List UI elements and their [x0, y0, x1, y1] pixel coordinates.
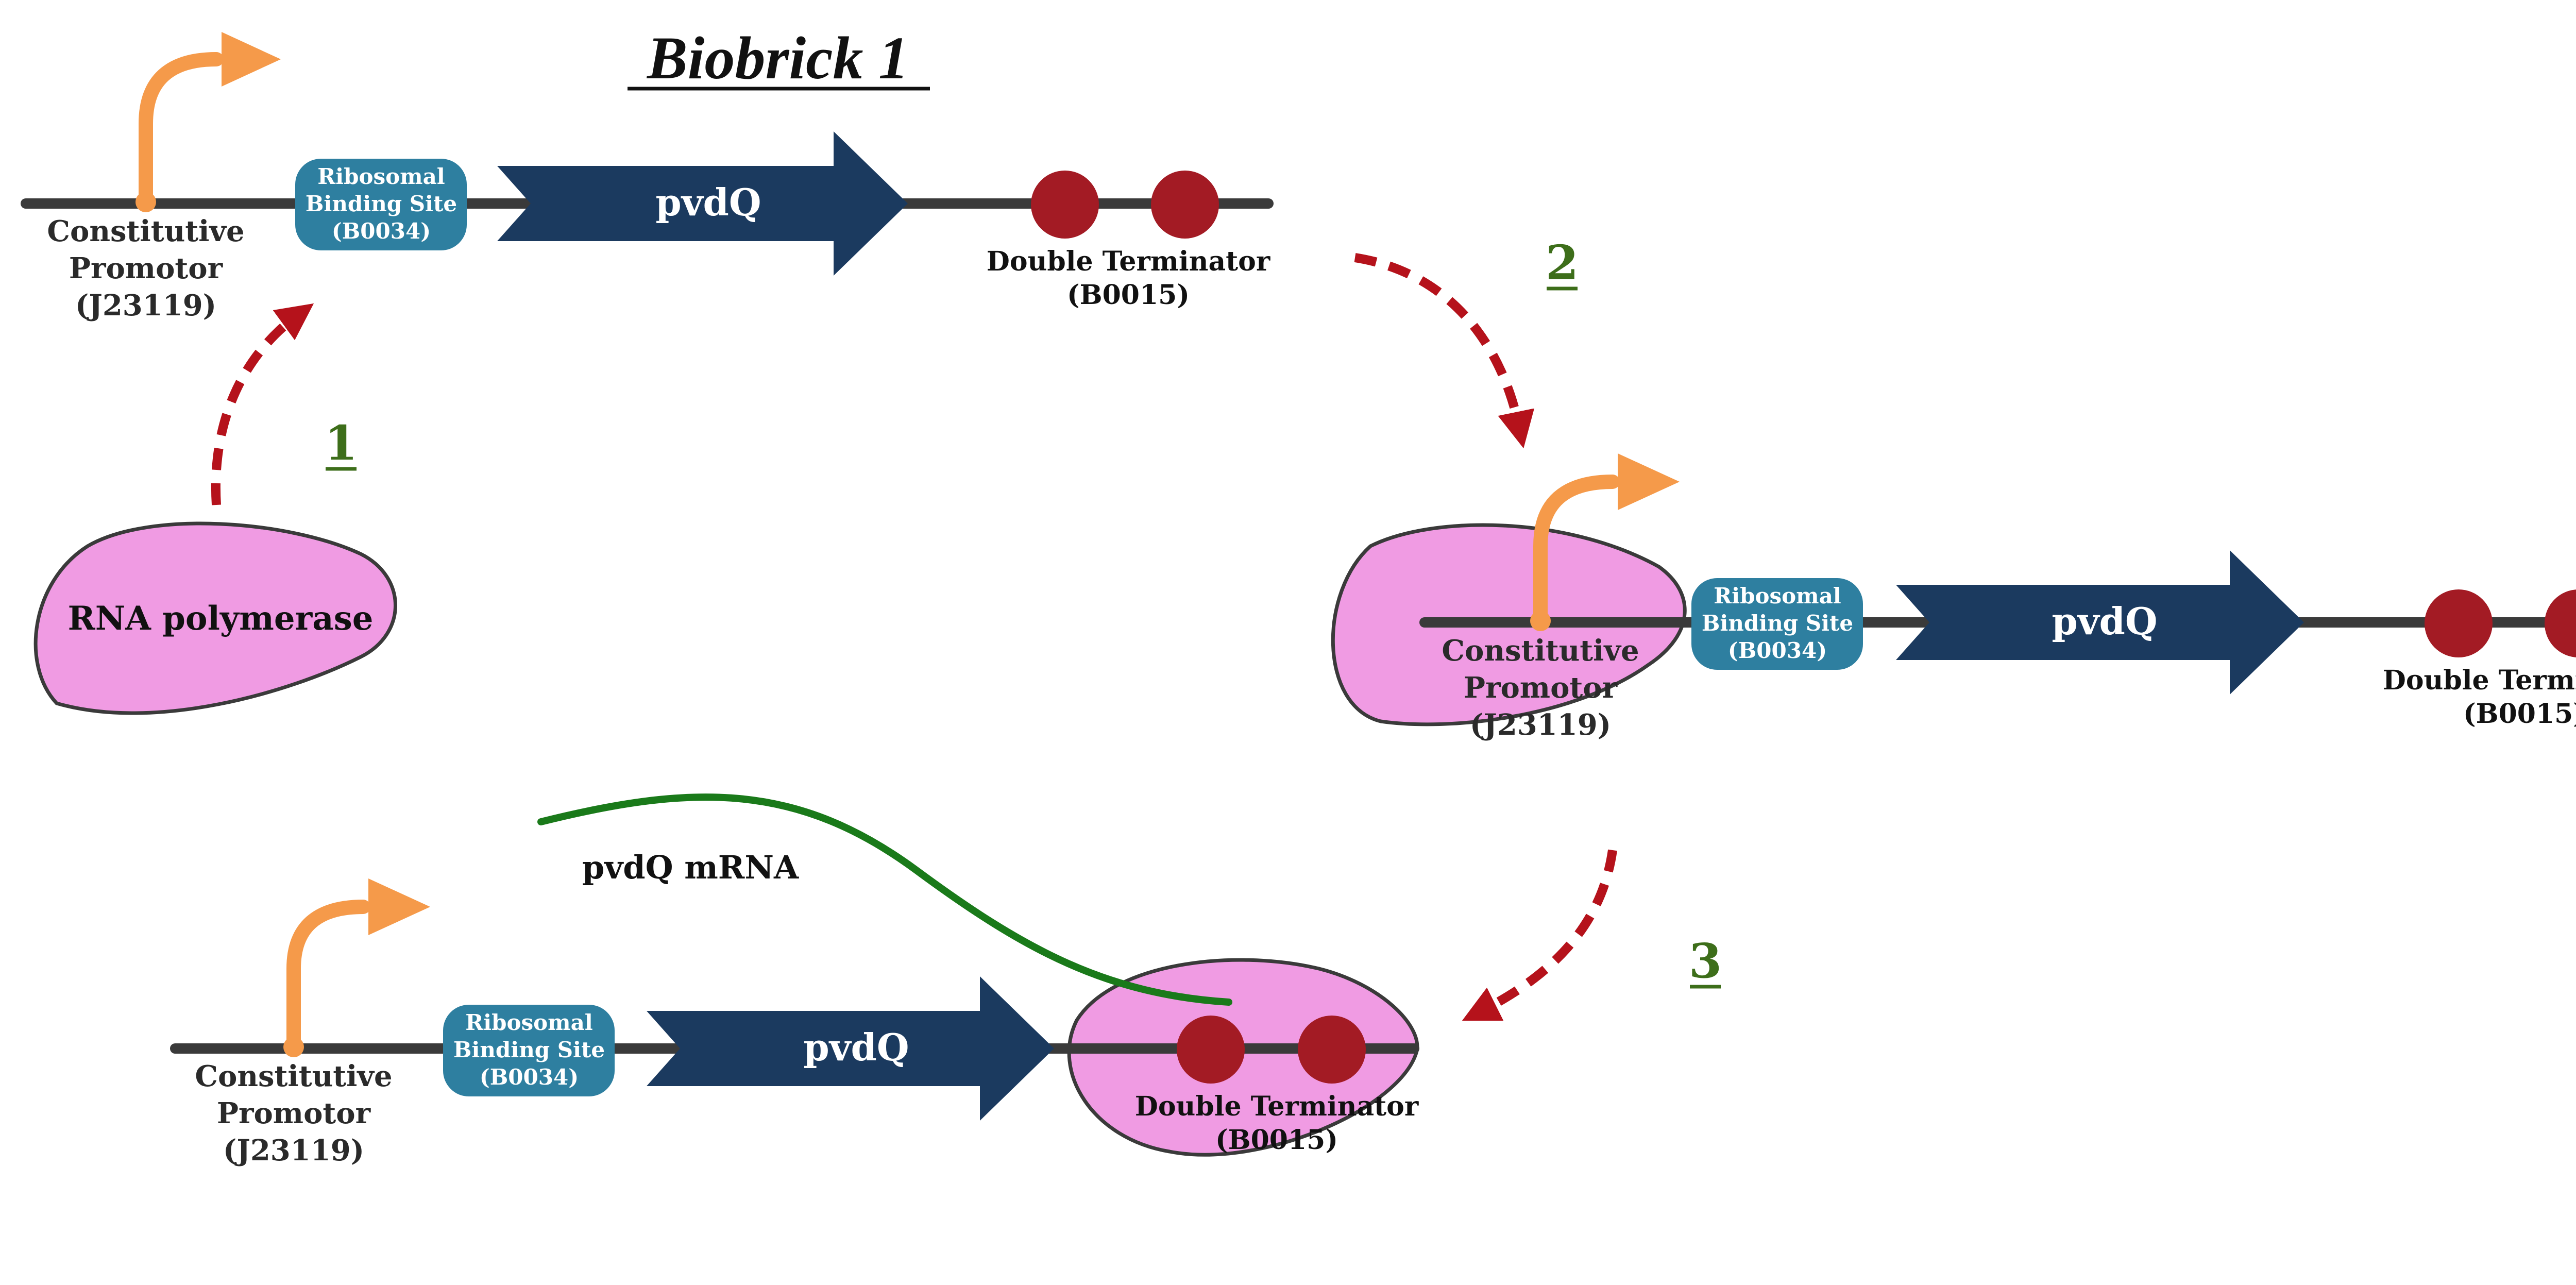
gene-arrow — [497, 131, 908, 276]
rbs-label-line2: Binding Site — [306, 191, 457, 216]
step-3-arrow — [1462, 849, 1617, 1021]
construct-3: pvdQ mRNA Constitutive Promotor (J23119)… — [170, 793, 1419, 1168]
mrna-label: pvdQ mRNA — [582, 849, 799, 886]
terminator-circle-2 — [1298, 1016, 1366, 1084]
promoter-arrow-head — [1618, 453, 1680, 510]
promoter-label-line1: Constitutive — [195, 1059, 392, 1093]
promoter-label-line3: (J23119) — [223, 1134, 364, 1168]
rbs-label-line1: Ribosomal — [317, 164, 445, 189]
promoter-arrow-head — [368, 878, 430, 935]
terminator-label-line2: (B0015) — [2463, 698, 2576, 730]
gene-label: pvdQ — [2052, 599, 2157, 643]
rbs-box — [443, 1005, 615, 1096]
rna-polymerase-blob — [33, 521, 397, 715]
terminator-label-line1: Double Terminator — [2383, 665, 2576, 696]
promoter-anchor — [1530, 611, 1551, 631]
rbs-label-line1: Ribosomal — [465, 1010, 593, 1035]
step-1-number: 1 — [325, 415, 358, 471]
rbs-label-line3: (B0034) — [1728, 638, 1827, 663]
terminator-label-line2: (B0015) — [1215, 1124, 1338, 1156]
promoter-label-line1: Constitutive — [47, 214, 244, 248]
rbs-label-line1: Ribosomal — [1714, 583, 1841, 608]
terminator-label-line2: (B0015) — [1067, 279, 1190, 311]
promoter-label-line2: Promotor — [217, 1096, 371, 1130]
rna-polymerase-label: RNA polymerase — [68, 599, 374, 638]
gene-label: pvdQ — [803, 1025, 909, 1069]
promoter-arrow-stem — [139, 52, 224, 209]
rbs-box — [1691, 578, 1863, 670]
step-1-arrow — [211, 303, 314, 505]
terminator-label-line1: Double Terminator — [1135, 1091, 1419, 1122]
terminator-circle-1 — [2425, 589, 2493, 657]
promoter-label-line1: Constitutive — [1442, 634, 1639, 668]
promoter-arrow-head — [222, 32, 281, 87]
step-3-number: 3 — [1689, 933, 1722, 989]
promoter-arrow-stem — [286, 900, 370, 1054]
rbs-label-line3: (B0034) — [480, 1064, 579, 1090]
rbs-label-line3: (B0034) — [332, 218, 431, 244]
terminator-circle-2 — [2545, 589, 2576, 657]
construct-1: Constitutive Promotor (J23119) Ribosomal… — [21, 32, 1274, 323]
construct-2: Constitutive Promotor (J23119) Ribosomal… — [1331, 453, 2576, 742]
terminator-circle-1 — [1031, 171, 1099, 239]
gene-label: pvdQ — [655, 180, 761, 224]
rbs-label-line2: Binding Site — [453, 1037, 605, 1062]
promoter-anchor — [283, 1037, 304, 1057]
terminator-circle-2 — [1151, 171, 1219, 239]
promoter-anchor — [135, 192, 156, 212]
gene-arrow — [647, 976, 1054, 1121]
page-title: Biobrick 1 — [646, 24, 909, 92]
terminator-circle-1 — [1177, 1016, 1245, 1084]
promoter-arrow-stem — [1533, 475, 1620, 628]
promoter-label-line3: (J23119) — [1470, 708, 1611, 742]
promoter-label-line2: Promotor — [69, 251, 224, 285]
rbs-label-line2: Binding Site — [1702, 611, 1853, 636]
mrna-strand — [537, 793, 1232, 1006]
step-2-arrow — [1354, 253, 1535, 449]
rbs-box — [295, 159, 467, 250]
promoter-label-line2: Promotor — [1464, 671, 1618, 705]
gene-arrow — [1896, 550, 2304, 695]
step-2-number: 2 — [1546, 235, 1579, 291]
promoter-label-line3: (J23119) — [75, 289, 216, 323]
terminator-label-line1: Double Terminator — [987, 246, 1270, 277]
